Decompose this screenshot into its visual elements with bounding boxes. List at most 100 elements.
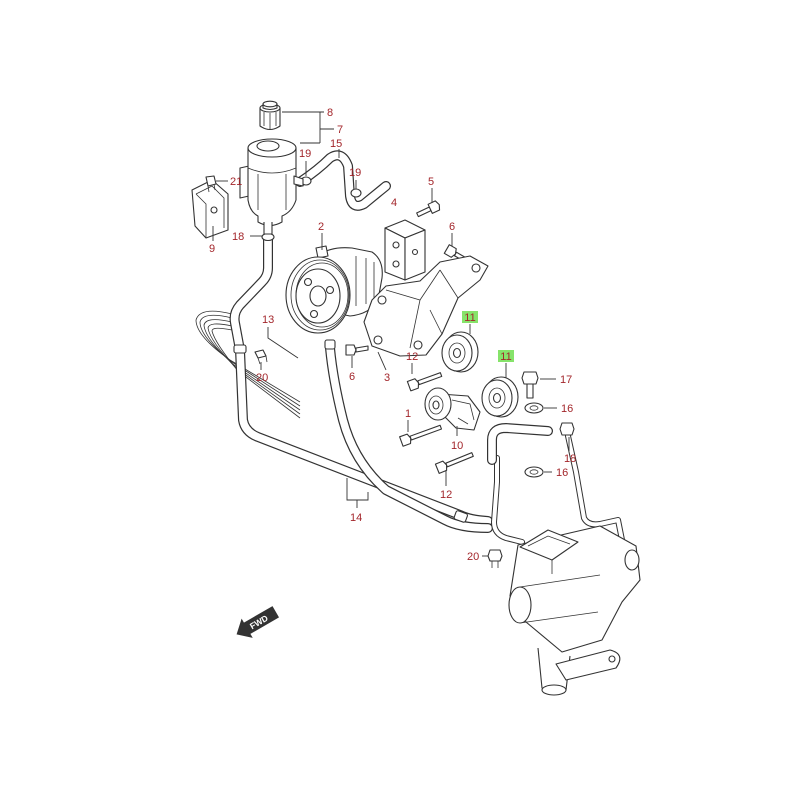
gearbox-pipe-upper [487,423,553,465]
callout-label: 17 [560,374,572,386]
bolt-shank [491,561,499,568]
steering-gear-box [508,525,641,696]
bolt-17 [521,371,539,399]
cap-rib [263,112,277,129]
block-hole [392,260,400,268]
pulley-hole [309,309,319,319]
washer-16-lower [524,466,544,478]
bracket-rib [385,269,459,349]
bolt-18-right [559,422,575,436]
bracket-edge [195,185,225,238]
callout-label: 1 [405,408,411,420]
clamp [233,344,247,354]
bolt-12-lower [434,452,474,474]
reservoir-spout [263,222,273,235]
callout-label: 19 [299,148,311,160]
reservoir-rib [257,174,287,210]
clamp [324,339,336,350]
callout-label: 9 [209,243,215,255]
bolt-head [399,433,412,447]
callout-label: 16 [561,403,573,415]
callout-label: 10 [451,440,463,452]
bracket-hole [373,335,383,345]
tensioner-pulley-inner [428,395,444,415]
bolt-head [254,349,267,359]
pulley-bearing [448,342,466,364]
gearbox-cylinder-end [508,586,532,624]
bolt-5 [416,200,441,218]
bolt-head [487,549,503,562]
pipe-fill [566,434,624,542]
pulley-hole [325,285,335,295]
reservoir-outlet [293,175,304,187]
callout-label: 6 [349,371,355,383]
idler-pulley-lower [481,376,519,418]
leader [377,351,387,371]
belt-rib [199,314,301,407]
pulley-groove [290,259,350,331]
mount-block [384,219,426,281]
callout-label: 18 [564,453,576,465]
callout-label: 3 [384,372,390,384]
clamp [350,188,362,198]
callout-label: 12 [406,351,418,363]
tensioner-detail [451,399,475,425]
bolt-12-upper [406,372,443,392]
hose-fill [488,424,552,464]
gearbox-input-shaft [624,549,640,571]
leader-lines [212,111,570,557]
bracket-plate [363,255,489,357]
callout-label: 20 [467,551,479,563]
reservoir-cap [259,100,281,131]
bolt-shank [409,424,443,441]
leader [267,327,299,359]
callout-label: 16 [556,467,568,479]
reservoir-bracket [191,179,229,239]
bolt-head [443,244,457,258]
idler-pulley-upper [441,331,479,373]
bolt-shank [416,206,432,218]
pulley-hub [452,347,462,359]
bolt-shank [526,383,534,399]
callout-label: 2 [318,221,324,233]
cap-knob-top [262,100,278,108]
callout-label: 14 [350,512,362,524]
bracket-hole [471,263,481,273]
belt-rib [203,319,301,411]
bracket-plate [191,179,229,239]
callout-label: 4 [391,197,397,209]
callout-label: 18 [232,231,244,243]
bracket-hole [413,340,423,350]
pressure-hose [325,343,493,533]
callout-label: 11 [500,351,511,363]
bracket-hole [377,295,387,305]
bolt-head [427,200,441,214]
belt-rib [207,323,301,415]
washer-hole [529,469,539,475]
forward-direction-arrow: FWD [236,606,280,638]
reservoir-seam [247,167,297,174]
callout-label: 7 [337,124,343,136]
reservoir-filler-neck [256,140,280,152]
pulley-hole [303,277,313,287]
sector-shaft-end [541,684,567,696]
pulley-hub [492,392,502,404]
callout-label: 20 [256,372,268,384]
pitman-arm-hole [608,655,616,663]
bolt-head [521,371,539,385]
leader [346,478,369,508]
hose-fill [296,151,390,210]
bolt-1 [399,424,443,447]
bolt-shank [257,355,268,365]
reservoir-body [247,147,297,227]
pump-bracket [363,255,489,357]
belt-rib [211,327,301,419]
washer-16-upper [524,402,544,414]
callout-label: 12 [440,489,452,501]
pipe-fill [492,456,524,544]
bolt-20-bottom [487,549,503,568]
clamp [453,510,468,523]
bolt-head [345,344,357,356]
bolt-shank [355,345,369,353]
